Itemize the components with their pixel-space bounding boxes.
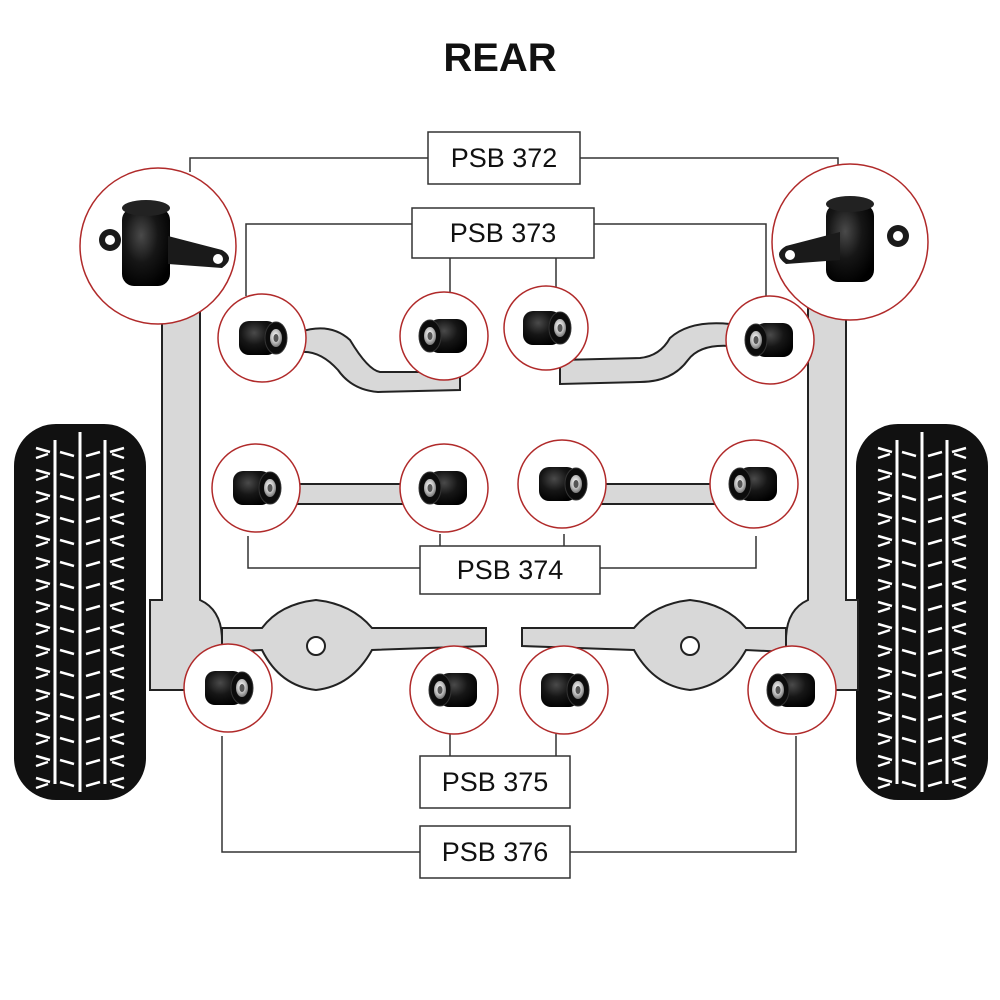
trailing-arm-mount-right [771,163,929,321]
page-title: REAR [443,36,557,80]
lateral-link-left [291,483,409,505]
bushing-upper-left-inner [399,291,489,381]
svg-text:PSB 374: PSB 374 [457,555,564,585]
right-tyre [856,424,988,800]
bushing-upper-left-outer [217,293,307,383]
svg-text:PSB 376: PSB 376 [442,837,549,867]
svg-text:PSB 373: PSB 373 [450,218,557,248]
bushing-callouts [79,163,929,735]
bushing-lateral-left-inner [399,443,489,533]
left-tyre [14,424,146,800]
bushing-lateral-right-outer [709,439,799,529]
trailing-arm-mount-left [79,167,237,325]
bushing-lower-left-outer [183,643,273,733]
bushing-lower-left-inner [409,645,499,735]
bushing-lower-right-outer [747,645,837,735]
lateral-link-right [599,483,717,505]
chassis-frame [149,289,859,691]
bushing-upper-right-outer [725,295,815,385]
label-psb-376: PSB 376 [419,825,571,879]
bushing-lateral-left-outer [211,443,301,533]
bushing-lateral-right-inner [517,439,607,529]
label-psb-373: PSB 373 [411,207,595,259]
upper-wishbone-left [299,327,461,394]
svg-text:PSB 372: PSB 372 [451,143,558,173]
bushing-upper-right-inner [503,285,589,371]
label-psb-375: PSB 375 [419,755,571,809]
label-psb-372: PSB 372 [427,131,581,185]
lower-arm-left [221,598,487,692]
bushing-lower-right-inner [519,645,609,735]
svg-text:PSB 375: PSB 375 [442,767,549,797]
label-psb-374: PSB 374 [419,545,601,595]
